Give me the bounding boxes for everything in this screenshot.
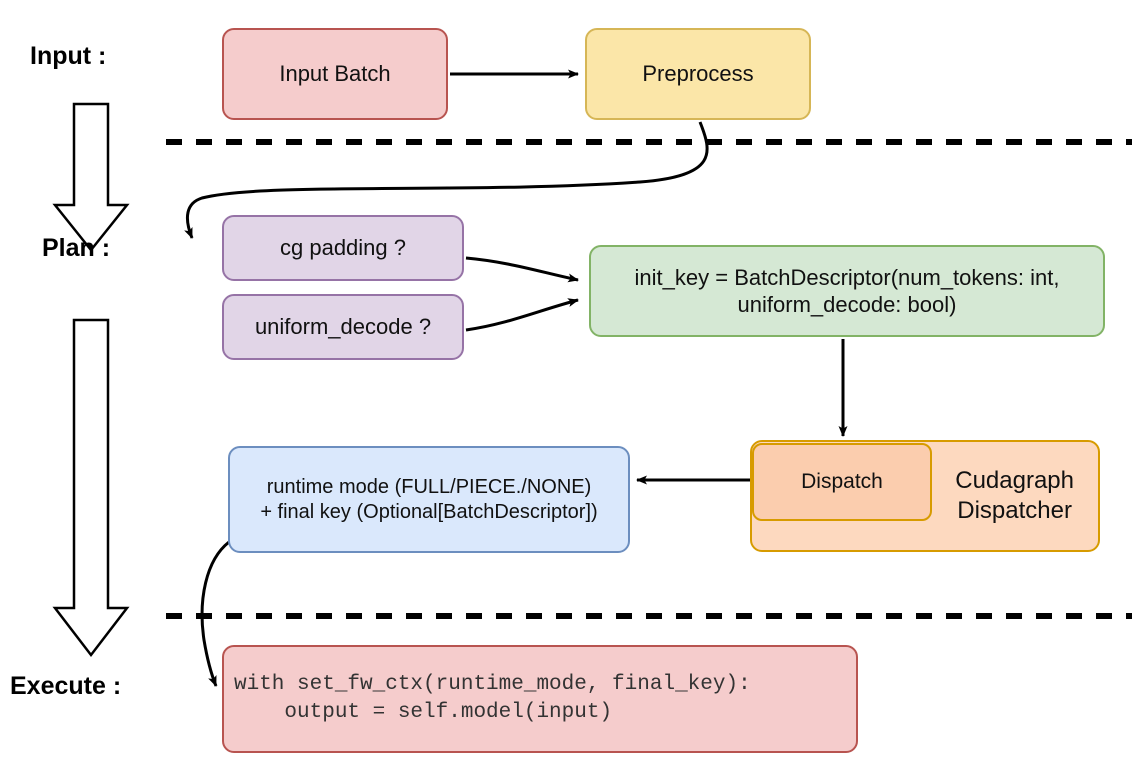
stage-arrow-input-to-plan [52, 102, 130, 253]
node-cudagraph-dispatcher-line1: Cudagraph [955, 467, 1074, 494]
stage-arrow-plan-to-execute [52, 318, 130, 658]
node-input-batch[interactable]: Input Batch [222, 28, 448, 120]
node-exec-code-line2: output = self.model(input) [234, 701, 613, 724]
node-exec-code-line1: with set_fw_ctx(runtime_mode, final_key)… [234, 672, 751, 696]
arrow-cg-padding-to-init-key [465, 256, 579, 283]
node-exec-code[interactable]: with set_fw_ctx(runtime_mode, final_key)… [222, 645, 858, 753]
node-preprocess[interactable]: Preprocess [585, 28, 811, 120]
node-cg-padding-label: cg padding ? [280, 235, 406, 261]
node-runtime-mode-line2: + final key (Optional[BatchDescriptor]) [260, 500, 598, 523]
arrow-uniform-decode-to-init-key [465, 298, 579, 332]
node-runtime-mode-line1: runtime mode (FULL/PIECE./NONE) [266, 475, 592, 498]
node-cudagraph-dispatcher-line2: Dispatcher [957, 497, 1072, 524]
node-init-key-text: init_key = BatchDescriptor(num_tokens: i… [635, 264, 1060, 319]
node-init-key[interactable]: init_key = BatchDescriptor(num_tokens: i… [589, 245, 1105, 337]
stage-label-plan: Plan : [42, 234, 111, 262]
node-init-key-line2: uniform_decode: bool) [737, 292, 957, 317]
node-uniform-decode[interactable]: uniform_decode ? [222, 294, 464, 360]
node-dispatch[interactable]: Dispatch [752, 443, 932, 521]
node-uniform-decode-label: uniform_decode ? [254, 314, 432, 340]
node-runtime-mode[interactable]: runtime mode (FULL/PIECE./NONE) + final … [228, 446, 630, 553]
node-runtime-mode-text: runtime mode (FULL/PIECE./NONE) + final … [260, 475, 597, 525]
stage-label-execute: Execute : [10, 672, 122, 700]
node-init-key-line1: init_key = BatchDescriptor(num_tokens: i… [634, 264, 1060, 290]
node-cg-padding[interactable]: cg padding ? [222, 215, 464, 281]
node-exec-code-text: with set_fw_ctx(runtime_mode, final_key)… [234, 671, 751, 728]
stage-label-input: Input : [30, 42, 107, 70]
node-input-batch-label: Input Batch [279, 61, 391, 87]
node-cudagraph-dispatcher-text: Cudagraph Dispatcher [955, 466, 1074, 526]
node-preprocess-label: Preprocess [642, 61, 754, 87]
node-dispatch-label: Dispatch [801, 469, 883, 493]
